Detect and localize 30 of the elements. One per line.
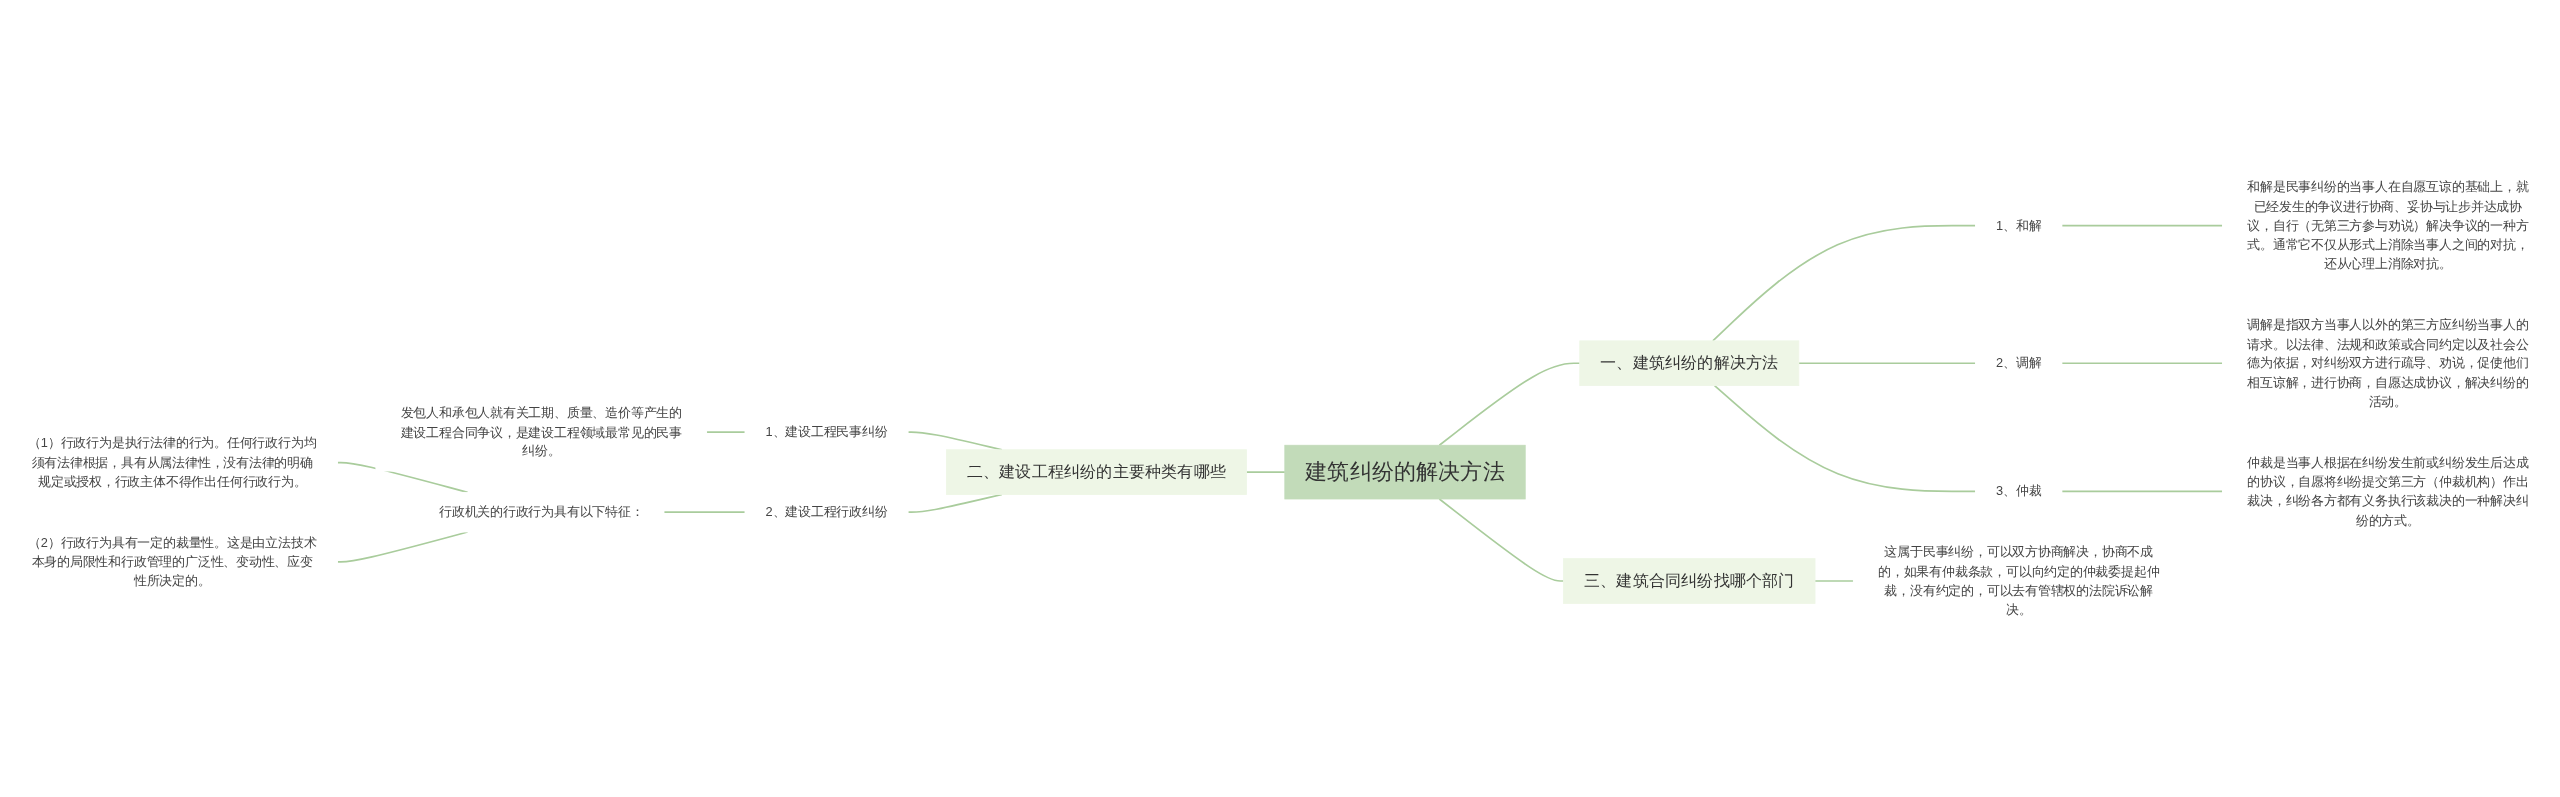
connector [2061,362,2224,365]
node-text: 1、建设工程民事纠纷 [765,424,888,439]
node-text: 2、调解 [1996,355,2042,370]
node-text: 3、仲裁 [1996,483,2042,498]
node-text: 1、和解 [1996,217,2042,233]
connector [1712,224,1977,342]
node-text: 2、建设工程行政纠纷 [765,504,888,519]
node-text: （2）行政行为具有一定的裁量性。这是由立法技术本身的局限性和行政管理的广泛性、变动性、应变性所决定的。 [27,534,317,588]
node-text: 和解是民事纠纷的当事人在自愿互谅的基础上，就已经发生的争议进行协商、妥协与让步并达成协议，自行（无第三方参与劝说）解决争议的一种方式。通常它不仅从形式上消除当事人之间的对抗，还从心理上消除对抗。 [2247,179,2529,271]
node-box: 建筑纠纷的解决方法 [1284,444,1526,500]
connector [1814,580,1855,582]
connector [2061,224,2224,227]
connector [1245,471,1286,473]
node-text: （1）行政行为是执行法律的行为。任何行政行为均须有法律根据，具有从属法律性，没有法律的明确规定或授权，行政主体不得作出任何行政行为。 [27,435,317,489]
node-text: 调解是指双方当事人以外的第三方应纠纷当事人的请求。以法律、法规和政策或合同约定以及社会公德为依据，对纠纷双方进行疏导、劝说，促使他们相互谅解，进行协商，自愿达成协议，解决纠纷的活动。 [2247,316,2529,409]
connector [705,431,746,433]
connector [1438,362,1581,447]
connector [336,461,469,494]
node-box: 二、建设工程纠纷的主要种类有哪些 [946,449,1247,495]
node-text: 这属于民事纠纷，可以双方协商解决，协商不成的，如果有仲裁条款，可以向约定的仲裁委提起仲裁，没有约定的，可以去有管辖权的法院诉讼解决。 [1878,544,2160,617]
connector [2061,490,2224,493]
connector [1713,384,1977,493]
connector [1438,498,1565,582]
node-text: 仲裁是当事人根据在纠纷发生前或纠纷发生后达成的协议，自愿将纠纷提交第三方（仲裁机构）作出裁决，纠纷各方都有义务执行该裁决的一种解决纠纷的方式。 [2247,454,2529,527]
connector [663,511,746,514]
node-text: 发包人和承包人就有关工期、质量、造价等产生的建设工程合同争议，是建设工程领域最常见的民事纠纷。 [400,405,682,458]
node-box: 三、建筑合同纠纷找哪个部门 [1563,558,1816,604]
node-text: 行政机关的行政行为具有以下特征： [438,504,644,519]
node-box: 一、建筑纠纷的解决方法 [1579,340,1800,387]
connector [1797,362,1977,365]
